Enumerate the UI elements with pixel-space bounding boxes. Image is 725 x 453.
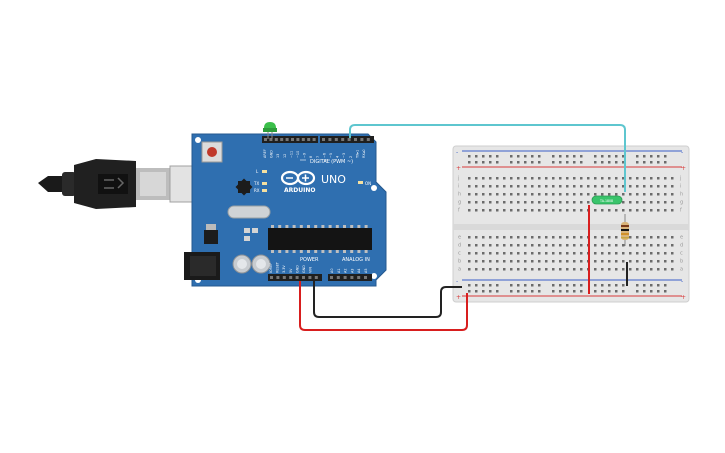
pin-label: ~3 bbox=[342, 153, 346, 158]
rail-plus-bottom: + bbox=[456, 294, 461, 301]
pin-label: 5V bbox=[289, 268, 293, 273]
green-led[interactable] bbox=[263, 122, 277, 139]
analog-label: ANALOG IN bbox=[342, 257, 370, 263]
pin-label: TX▸1 bbox=[355, 150, 359, 159]
breadboard-row-label: b bbox=[458, 259, 461, 265]
breadboard-row-label: c bbox=[458, 251, 461, 257]
arduino-model: UNO bbox=[321, 173, 346, 186]
pin-label: A4 bbox=[357, 269, 361, 273]
rail-minus-top: - bbox=[456, 149, 458, 156]
breadboard-row-label: a bbox=[458, 267, 461, 273]
breadboard-row-label: a bbox=[680, 267, 683, 273]
tilt-sensor[interactable]: TA-1808 bbox=[591, 195, 623, 205]
breadboard-row-label: c bbox=[680, 251, 683, 257]
resistor[interactable] bbox=[621, 214, 629, 246]
pin-label: ~6 bbox=[322, 153, 326, 158]
pin-label: A0 bbox=[330, 269, 334, 273]
power-label: POWER bbox=[300, 257, 319, 263]
wire-red-5v[interactable] bbox=[299, 281, 468, 331]
breadboard-row-label: j bbox=[679, 176, 681, 182]
led-label-l: L bbox=[256, 169, 259, 174]
atmega-microcontroller bbox=[268, 225, 372, 253]
usb-chip-body bbox=[238, 181, 250, 193]
pin-label: 13 bbox=[276, 154, 280, 158]
rail-plus-bottom-right: + bbox=[681, 294, 686, 301]
crystal-oscillator bbox=[227, 205, 271, 219]
pin-label: A2 bbox=[344, 269, 348, 273]
breadboard-row-label: e bbox=[680, 235, 683, 241]
rail-plus-top: + bbox=[456, 165, 461, 172]
breadboard-row-label: g bbox=[680, 200, 683, 206]
arduino-logo-icon bbox=[280, 170, 316, 186]
led-label-rx: RX bbox=[254, 188, 260, 193]
pin-label: A1 bbox=[337, 269, 341, 273]
analog-header[interactable] bbox=[328, 274, 372, 281]
capacitor-2 bbox=[251, 254, 271, 274]
pin-label: 8 bbox=[309, 156, 313, 158]
usb-cable[interactable] bbox=[38, 159, 205, 209]
digital-header[interactable] bbox=[262, 136, 374, 143]
rail-minus-bottom-right: - bbox=[681, 278, 683, 285]
pin-label: 7 bbox=[316, 156, 320, 158]
breadboard-row-label: j bbox=[457, 176, 459, 182]
sensor-label: TA-1808 bbox=[599, 199, 613, 203]
breadboard-row-label: d bbox=[458, 243, 461, 249]
pin-label: 4 bbox=[336, 156, 340, 158]
breadboard-row-label: h bbox=[458, 192, 461, 198]
breadboard-row-label: i bbox=[680, 184, 681, 190]
breadboard-row-label: d bbox=[680, 243, 683, 249]
wire-black-ground[interactable] bbox=[313, 281, 462, 318]
breadboard-row-label: g bbox=[458, 200, 461, 206]
pin-label: IOREF bbox=[269, 263, 273, 273]
rail-minus-bottom: - bbox=[456, 278, 458, 285]
digital-header-label: DIGITAL (PWM ~) bbox=[310, 159, 353, 165]
rail-minus-top-right: - bbox=[681, 149, 683, 156]
rail-plus-top-right: + bbox=[681, 165, 686, 172]
arduino-brand: ARDUINO bbox=[284, 187, 315, 194]
pin-label: GND bbox=[302, 265, 306, 273]
reset-button-cap[interactable] bbox=[207, 147, 217, 157]
pin-label: 2 bbox=[349, 156, 353, 158]
pin-label: ~11 bbox=[289, 151, 293, 158]
pin-label: VIN bbox=[309, 267, 313, 273]
breadboard-row-label: f bbox=[680, 208, 682, 214]
wire-cyan[interactable] bbox=[349, 124, 626, 192]
on-label: ON bbox=[365, 181, 371, 186]
pin-label: RESET bbox=[276, 261, 280, 273]
power-header[interactable] bbox=[268, 274, 322, 281]
pin-label: AREF bbox=[263, 149, 267, 158]
breadboard-row-label: b bbox=[680, 259, 683, 265]
pin-label: RX◂0 bbox=[362, 149, 366, 158]
breadboard-row-label: h bbox=[680, 192, 683, 198]
pin-label: GND bbox=[295, 265, 299, 273]
breadboard-row-label: i bbox=[458, 184, 459, 190]
pin-label: ~9 bbox=[303, 153, 307, 158]
led-label-tx: TX bbox=[253, 181, 259, 186]
pin-label: ~5 bbox=[329, 153, 333, 158]
pin-label: GND bbox=[270, 150, 274, 158]
breadboard-row-label: e bbox=[458, 235, 461, 241]
capacitor-1 bbox=[232, 254, 252, 274]
pin-label: ~10 bbox=[296, 151, 300, 158]
pin-label: 12 bbox=[283, 154, 287, 158]
breadboard-row-label: f bbox=[458, 208, 460, 214]
voltage-regulator bbox=[204, 230, 218, 244]
pin-label: A5 bbox=[364, 269, 368, 273]
pin-label: 3.3V bbox=[282, 265, 286, 273]
pin-label: A3 bbox=[350, 269, 354, 273]
